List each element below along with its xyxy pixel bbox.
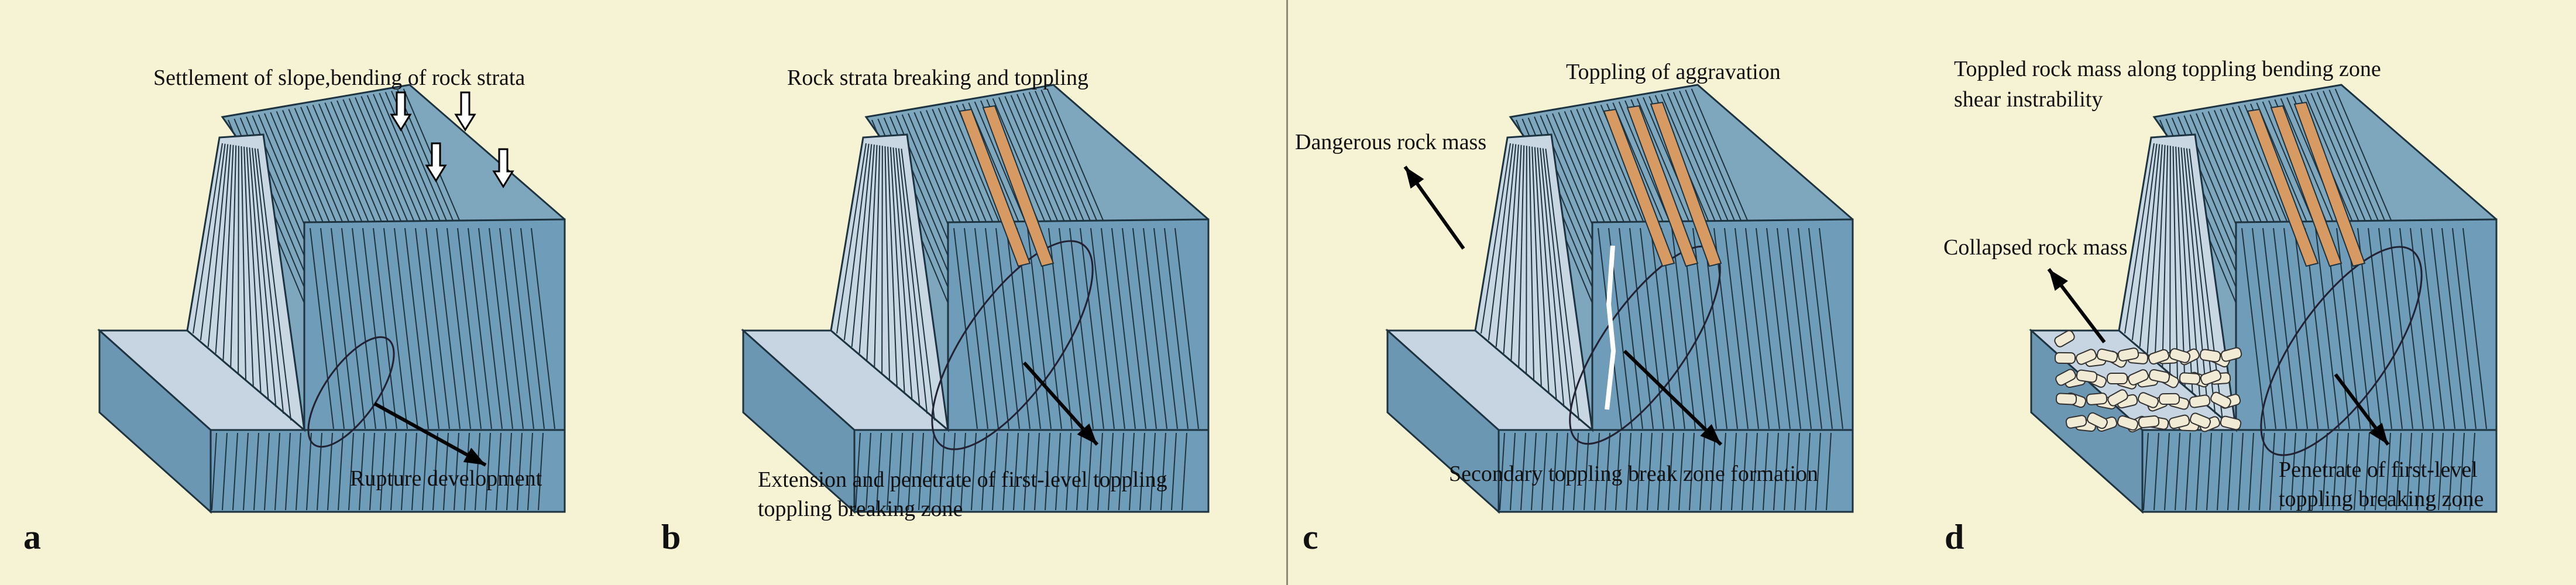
toppling-breaking-zone-ellipse [931, 240, 1094, 450]
label-toppled-mass-2: shear instrability [1954, 87, 2103, 112]
label-aggravation: Toppling of aggravation [1566, 60, 1781, 84]
extension-arrow [1022, 362, 1099, 446]
broken-strata-2 [982, 105, 1055, 267]
broken-strata-2 [2270, 105, 2343, 267]
label-extension-1: Extension and penetrate of first-level t… [758, 467, 1167, 492]
block-side-face [2235, 218, 2498, 431]
settlement-arrow-3 [425, 142, 447, 183]
rupture-arrow [373, 402, 487, 467]
label-dangerous-rock: Dangerous rock mass [1295, 130, 1486, 154]
rock-block [741, 84, 1210, 514]
penetrate-arrow [2334, 373, 2390, 446]
dangerous-rock-arrow [1403, 166, 1465, 250]
panel-letter-b: b [661, 518, 681, 556]
secondary-zone-arrow [1623, 349, 1723, 446]
panel-a: Settlement of slope,bending of rock stra… [23, 66, 566, 556]
broken-strata-3 [1650, 101, 1722, 267]
label-toppled-mass-1: Toppled rock mass along toppling bending… [1954, 57, 2381, 81]
label-collapsed-rock: Collapsed rock mass [1943, 235, 2128, 260]
label-settlement: Settlement of slope,bending of rock stra… [153, 66, 525, 90]
collapsed-rock-arrow [2047, 268, 2106, 343]
broken-strata-3 [2293, 101, 2366, 267]
panel-letter-c: c [1303, 518, 1318, 556]
label-rupture: Rupture development [350, 466, 542, 491]
settlement-arrow-1 [390, 91, 412, 132]
panel-b: Rock strata breaking and topplingExtensi… [661, 66, 1210, 556]
toppling-breaking-zone-ellipse [2260, 246, 2423, 456]
label-extension-2: toppling breaking zone [758, 497, 963, 521]
toppling-breaking-zone-ellipse [307, 336, 395, 448]
block-side-face [303, 218, 566, 431]
label-penetrate-1: Penetrate of first-level [2279, 457, 2478, 482]
rock-block [1385, 84, 1854, 514]
rock-block [2029, 84, 2498, 514]
broken-strata-1 [2247, 108, 2319, 267]
broken-strata-1 [1603, 108, 1675, 267]
panel-letter-d: d [1945, 518, 1964, 556]
label-penetrate-2: toppling breaking zone [2279, 487, 2484, 511]
settlement-arrow-2 [454, 91, 476, 132]
broken-strata-2 [1626, 105, 1699, 267]
settlement-arrow-4 [492, 148, 514, 188]
secondary-crack [1605, 245, 1616, 410]
broken-strata-1 [959, 108, 1031, 267]
collapsed-rock-pile [2054, 330, 2242, 433]
center-divider [1286, 0, 1288, 585]
block-side-face [1591, 218, 1854, 431]
panel-letter-a: a [23, 518, 41, 556]
rock-block [97, 84, 566, 514]
label-secondary-zone: Secondary toppling break zone formation [1449, 462, 1818, 486]
label-breaking: Rock strata breaking and toppling [787, 66, 1088, 90]
panel-d: Toppled rock mass along toppling bending… [1943, 57, 2498, 556]
